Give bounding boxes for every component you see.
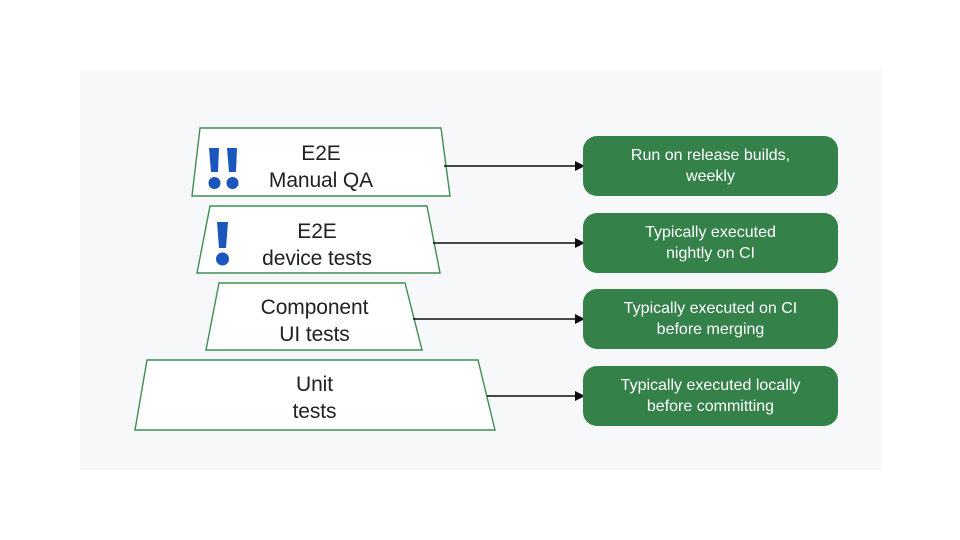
single-exclamation-icon [216, 222, 229, 266]
tier-shape-unit-tests[interactable] [134, 359, 496, 431]
tier-shape-e2e-manual-qa[interactable] [191, 127, 451, 197]
tier-label-unit-tests: Unit tests [292, 373, 337, 423]
callout-component-ui-tests[interactable]: Typically executed on CI before merging [583, 289, 838, 349]
connector-arrow-4 [487, 391, 585, 401]
callout-e2e-manual-qa[interactable]: Run on release builds, weekly [583, 136, 838, 196]
tier-label-e2e-device-tests: E2E device tests [262, 220, 372, 270]
tier-label-e2e-manual-qa: E2E Manual QA [268, 142, 374, 192]
connector-arrow-3 [413, 314, 585, 324]
connector-arrow-1 [444, 161, 585, 171]
tier-label-component-ui-tests: Component UI tests [260, 296, 369, 346]
double-exclamation-icon [208, 148, 239, 189]
tier-shape-component-ui-tests[interactable] [205, 282, 423, 351]
connector-arrow-2 [433, 238, 585, 248]
tier-shape-e2e-device-tests[interactable] [196, 205, 441, 274]
callout-unit-tests[interactable]: Typically executed locally before commit… [583, 366, 838, 426]
callout-e2e-device-tests[interactable]: Typically executed nightly on CI [583, 213, 838, 273]
